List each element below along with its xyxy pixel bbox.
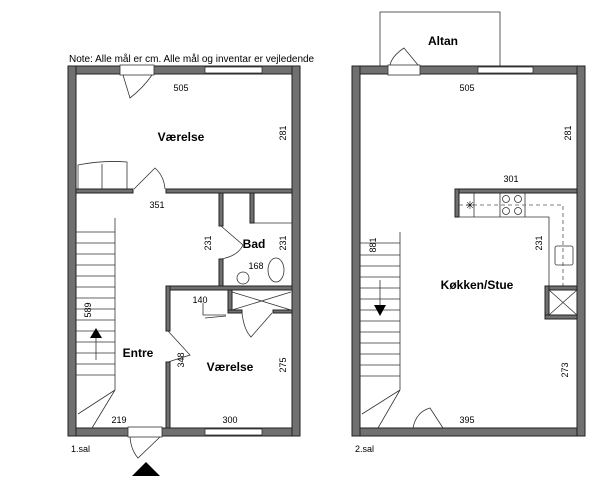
wall <box>75 188 134 194</box>
dimension: 301 <box>503 174 518 184</box>
sink-icon <box>236 271 250 285</box>
dimension: 589 <box>83 302 93 317</box>
door-opening <box>119 64 155 76</box>
door-swing <box>412 407 444 429</box>
room-label: Værelse <box>158 130 205 144</box>
room-label: Værelse <box>207 360 254 374</box>
balcony-door-opening <box>387 64 421 76</box>
dimension: 168 <box>248 261 263 271</box>
installation-shaft-icon <box>548 289 578 316</box>
room-label: Bad <box>243 237 266 251</box>
dimension: 505 <box>459 83 474 93</box>
wall <box>249 192 255 224</box>
room-label: Køkken/Stue <box>441 278 514 292</box>
wall <box>544 285 578 291</box>
dimension: 231 <box>203 235 213 250</box>
floor-1-plan: Værelse Bad Entre Værelse 505 281 351 23… <box>67 64 301 476</box>
floor-label: 2.sal <box>355 444 374 454</box>
dimension: 395 <box>459 415 474 425</box>
dimension: 351 <box>149 200 164 210</box>
installation-shaft-icon <box>231 291 292 311</box>
door-swing <box>122 74 153 99</box>
wall <box>544 314 578 320</box>
cooktop-icon <box>502 195 522 215</box>
dimension: 231 <box>278 235 288 250</box>
wall <box>291 65 301 437</box>
dimension: 505 <box>173 83 188 93</box>
door-swing <box>167 330 191 363</box>
wall <box>165 285 293 291</box>
wall <box>218 192 224 227</box>
dimension: 140 <box>192 295 207 305</box>
dimension: 231 <box>534 235 544 250</box>
window <box>477 66 534 74</box>
door-swing <box>220 225 244 260</box>
dimension: 275 <box>278 357 288 372</box>
wall <box>218 258 224 287</box>
dimension: 881 <box>368 237 378 252</box>
wall <box>272 309 293 314</box>
wall <box>351 65 361 437</box>
room-label: Altan <box>428 34 458 48</box>
wall <box>454 188 578 194</box>
wall <box>165 285 171 332</box>
dimension: 281 <box>563 125 573 140</box>
dimension: 281 <box>278 125 288 140</box>
window <box>204 428 263 436</box>
door-swing <box>389 47 419 66</box>
kitchen-sink-icon <box>554 245 574 266</box>
dimension: 348 <box>176 352 186 367</box>
staircase <box>76 218 116 429</box>
door-swing <box>133 167 166 190</box>
arrow-down-icon <box>374 305 386 316</box>
wall <box>454 188 460 218</box>
closet-door <box>202 303 227 319</box>
wall <box>351 65 586 75</box>
wall <box>351 427 586 437</box>
wall <box>67 65 301 75</box>
entry-door-opening <box>127 426 163 438</box>
floor-2-plan: Altan ✳ <box>351 11 586 454</box>
wall <box>165 361 171 429</box>
wall <box>227 289 233 313</box>
entrance-marker-icon <box>132 462 160 476</box>
arrow-up-icon <box>90 328 102 338</box>
extractor-fan-icon: ✳ <box>465 200 474 212</box>
window <box>204 66 263 74</box>
dimension: 219 <box>111 415 126 425</box>
dimension: 300 <box>222 415 237 425</box>
wall <box>67 427 301 437</box>
staircase <box>360 232 401 429</box>
disclaimer-note: Note: Alle mål er cm. Alle mål og invent… <box>69 53 315 65</box>
wall <box>67 65 77 437</box>
dimension: 273 <box>560 362 570 377</box>
counter-edge <box>459 204 564 286</box>
wall <box>227 309 243 314</box>
room-label: Entre <box>123 346 154 360</box>
wall <box>165 188 293 194</box>
door-swing <box>241 312 273 338</box>
floor-label: 1.sal <box>71 444 90 454</box>
wall <box>544 285 550 320</box>
wall <box>576 65 586 437</box>
toilet-icon <box>267 257 285 283</box>
wardrobe <box>77 161 128 189</box>
door-swing <box>129 436 161 459</box>
